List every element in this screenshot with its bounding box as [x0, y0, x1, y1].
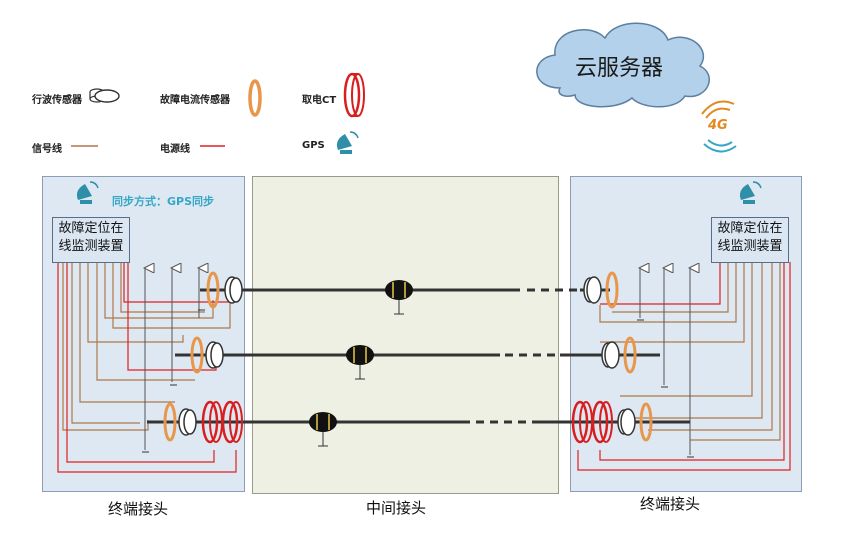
legend-ct-label: 取电CT	[302, 95, 337, 106]
left-device-line2: 线监测装置	[58, 239, 124, 254]
middle-joint-caption: 中间接头	[366, 499, 427, 517]
legend-gps-label: GPS	[302, 140, 325, 151]
left-device-line1: 故障定位在	[58, 221, 124, 236]
left-terminal-caption: 终端接头	[108, 500, 169, 518]
right-device-line1: 故障定位在	[717, 221, 783, 236]
joint-row3	[309, 412, 337, 447]
joint-row1	[385, 280, 413, 315]
cloud-shape	[536, 22, 710, 108]
right-panel-gps-icon	[739, 181, 762, 204]
4g-label: 4G	[708, 118, 728, 133]
legend-fault-sensor-label: 故障电流传感器	[160, 95, 230, 106]
middle-joint-panel	[252, 176, 559, 494]
4g-icon	[701, 100, 737, 153]
right-device-line2: 线监测装置	[717, 239, 783, 254]
left-panel-gps-icon	[76, 181, 99, 204]
right-terminal-caption: 终端接头	[640, 495, 701, 513]
sync-method-label: 同步方式：GPS同步	[112, 195, 215, 208]
left-monitoring-device: 故障定位在 线监测装置	[52, 217, 130, 263]
legend-traveling-wave-symbol	[89, 88, 120, 103]
legend-traveling-wave-label: 行波传感器	[32, 95, 82, 106]
legend-gps-symbol	[336, 131, 359, 154]
cloud-server-label: 云服务器	[575, 56, 664, 81]
legend-ct-symbol	[343, 72, 365, 118]
right-monitoring-device: 故障定位在 线监测装置	[711, 217, 789, 263]
legend-power-line-label: 电源线	[160, 144, 190, 155]
joint-row2	[346, 345, 374, 380]
legend-fault-sensor-symbol	[248, 79, 262, 117]
legend-signal-line-label: 信号线	[32, 144, 62, 155]
